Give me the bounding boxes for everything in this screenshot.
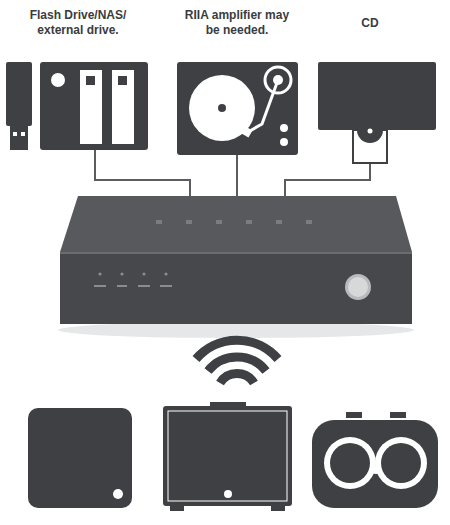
device-label: RIIA amplifier may be needed. — [184, 8, 290, 38]
usb-drive-icon — [6, 62, 32, 150]
wireless-symbol — [196, 340, 278, 383]
source-heading: CD — [340, 16, 400, 31]
speaker-left — [28, 408, 132, 508]
streamer-hub — [58, 196, 414, 338]
speaker-radio — [312, 412, 438, 508]
speaker-middle — [163, 402, 292, 511]
device-label: Flash Drive/NAS/ external drive. — [14, 8, 142, 38]
source-heading: RIIA amplifier may be needed. — [184, 8, 290, 38]
cd-player-icon — [318, 62, 436, 163]
device-label: CD — [340, 16, 400, 31]
nas-icon — [40, 62, 148, 150]
wires — [95, 150, 370, 200]
turntable-icon — [177, 62, 298, 155]
source-heading: Flash Drive/NAS/ external drive. — [14, 8, 142, 38]
